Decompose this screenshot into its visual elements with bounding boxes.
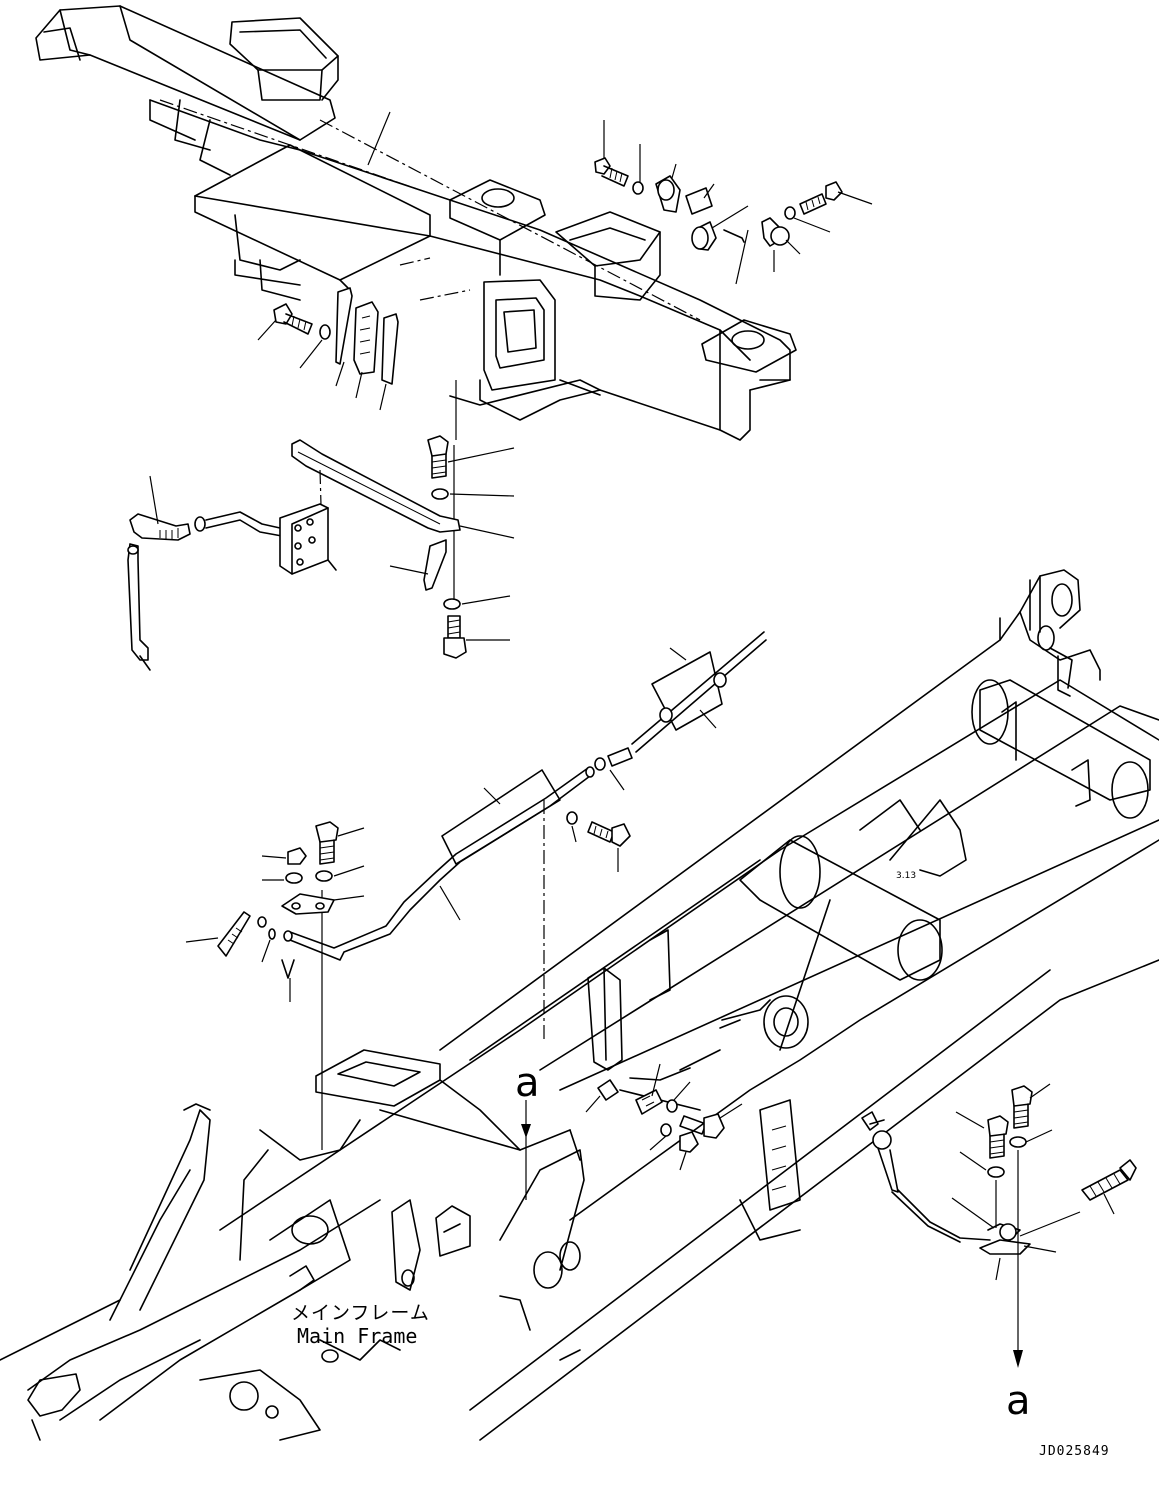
clip-parts-group	[185, 811, 631, 1002]
stay-bracket-group	[291, 380, 515, 659]
main-frame-label-en: Main Frame	[297, 1324, 418, 1348]
svg-text:3.13: 3.13	[896, 871, 916, 881]
right-clamp-group	[521, 1063, 743, 1200]
view-reference-a-bottom: a	[1006, 1378, 1031, 1424]
upper-frame-assembly	[35, 5, 797, 441]
view-reference-a-top: a	[515, 1060, 540, 1106]
main-frame: 3.13	[0, 569, 1159, 1441]
main-frame-label-jp: メインフレーム	[291, 1302, 430, 1324]
hose-block-left	[127, 475, 337, 671]
centre-pipe-group	[283, 631, 767, 1150]
drawing-code: JD025849	[1039, 1444, 1110, 1459]
plate-bolt-group	[257, 287, 399, 411]
clamp-fittings-top-right	[594, 120, 873, 285]
detail-view-a	[861, 1083, 1137, 1368]
